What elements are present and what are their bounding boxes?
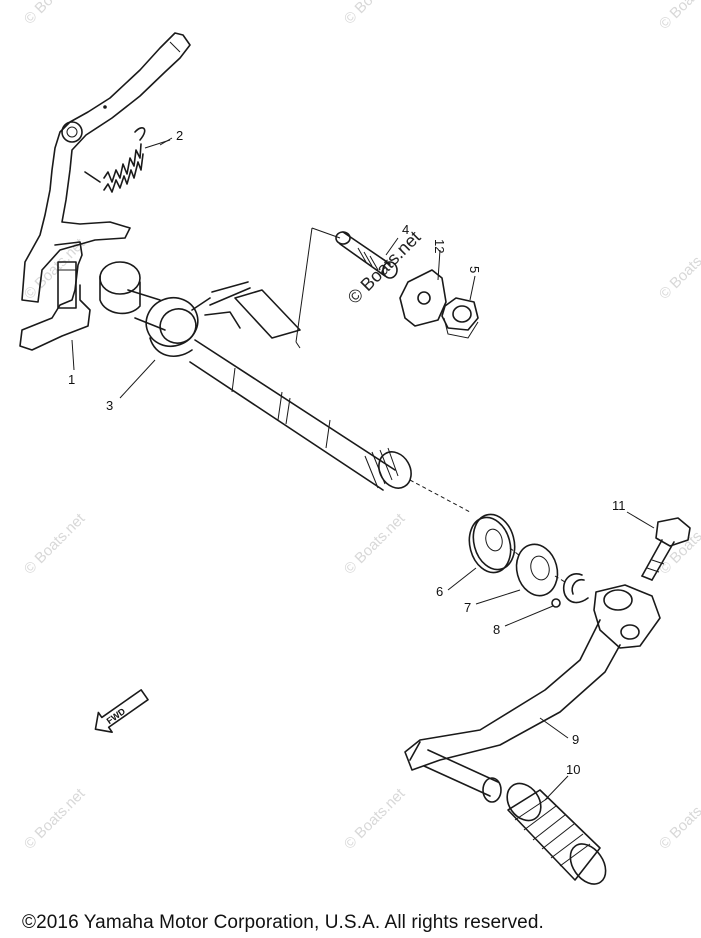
watermark-text: © Boats.net — [21, 0, 89, 28]
callout-1: 1 — [68, 372, 75, 387]
callout-9: 9 — [572, 732, 579, 747]
part-10-pedal-rubber — [506, 782, 607, 885]
shift-shaft — [99, 261, 412, 491]
part-1-shift-arm — [19, 32, 191, 351]
part-4-stud — [335, 231, 398, 279]
callout-5: 5 — [467, 266, 482, 273]
part-9-shift-pedal — [404, 584, 661, 803]
part-7-washer — [515, 543, 559, 597]
watermark-text: © Boats.net — [656, 0, 701, 33]
part-3-collar — [145, 296, 211, 358]
shaft-axis-line — [409, 479, 566, 583]
watermark-text: © Boats.net — [656, 785, 701, 853]
fwd-label: FWD — [105, 706, 128, 726]
watermark-text: © Boats.net — [21, 785, 89, 853]
watermark-text: © Boats.net — [656, 235, 701, 303]
watermark-text: © Boats.net — [341, 510, 409, 578]
watermark-text: © Boats.net — [21, 510, 89, 578]
part-2-spring — [84, 127, 171, 193]
callout-10: 10 — [566, 762, 580, 777]
callout-6: 6 — [436, 584, 443, 599]
copyright-notice: ©2016 Yamaha Motor Corporation, U.S.A. A… — [22, 912, 544, 933]
callout-3: 3 — [106, 398, 113, 413]
assembly-guide-line — [295, 227, 341, 349]
callout-2: 2 — [176, 128, 183, 143]
callout-7: 7 — [464, 600, 471, 615]
watermark-text: © Boats.net — [341, 0, 409, 28]
callout-labels: 1 2 3 4 12 5 6 7 8 9 10 11 — [68, 128, 626, 777]
part-11-bolt — [641, 517, 691, 581]
leader-lines — [71, 137, 655, 801]
callout-4: 4 — [402, 222, 409, 237]
part-8-circlip — [551, 573, 589, 608]
watermark-layer: © Boats.net © Boats.net © Boats.net © Bo… — [21, 0, 701, 853]
callout-12: 12 — [432, 239, 447, 253]
part-12-plate — [399, 269, 447, 327]
fwd-arrow-icon: FWD — [94, 689, 149, 733]
callout-8: 8 — [493, 622, 500, 637]
callout-11: 11 — [612, 498, 626, 513]
watermark-text: © Boats.net — [341, 785, 409, 853]
part-5-nut — [441, 297, 479, 339]
part-6-washer — [468, 513, 516, 574]
